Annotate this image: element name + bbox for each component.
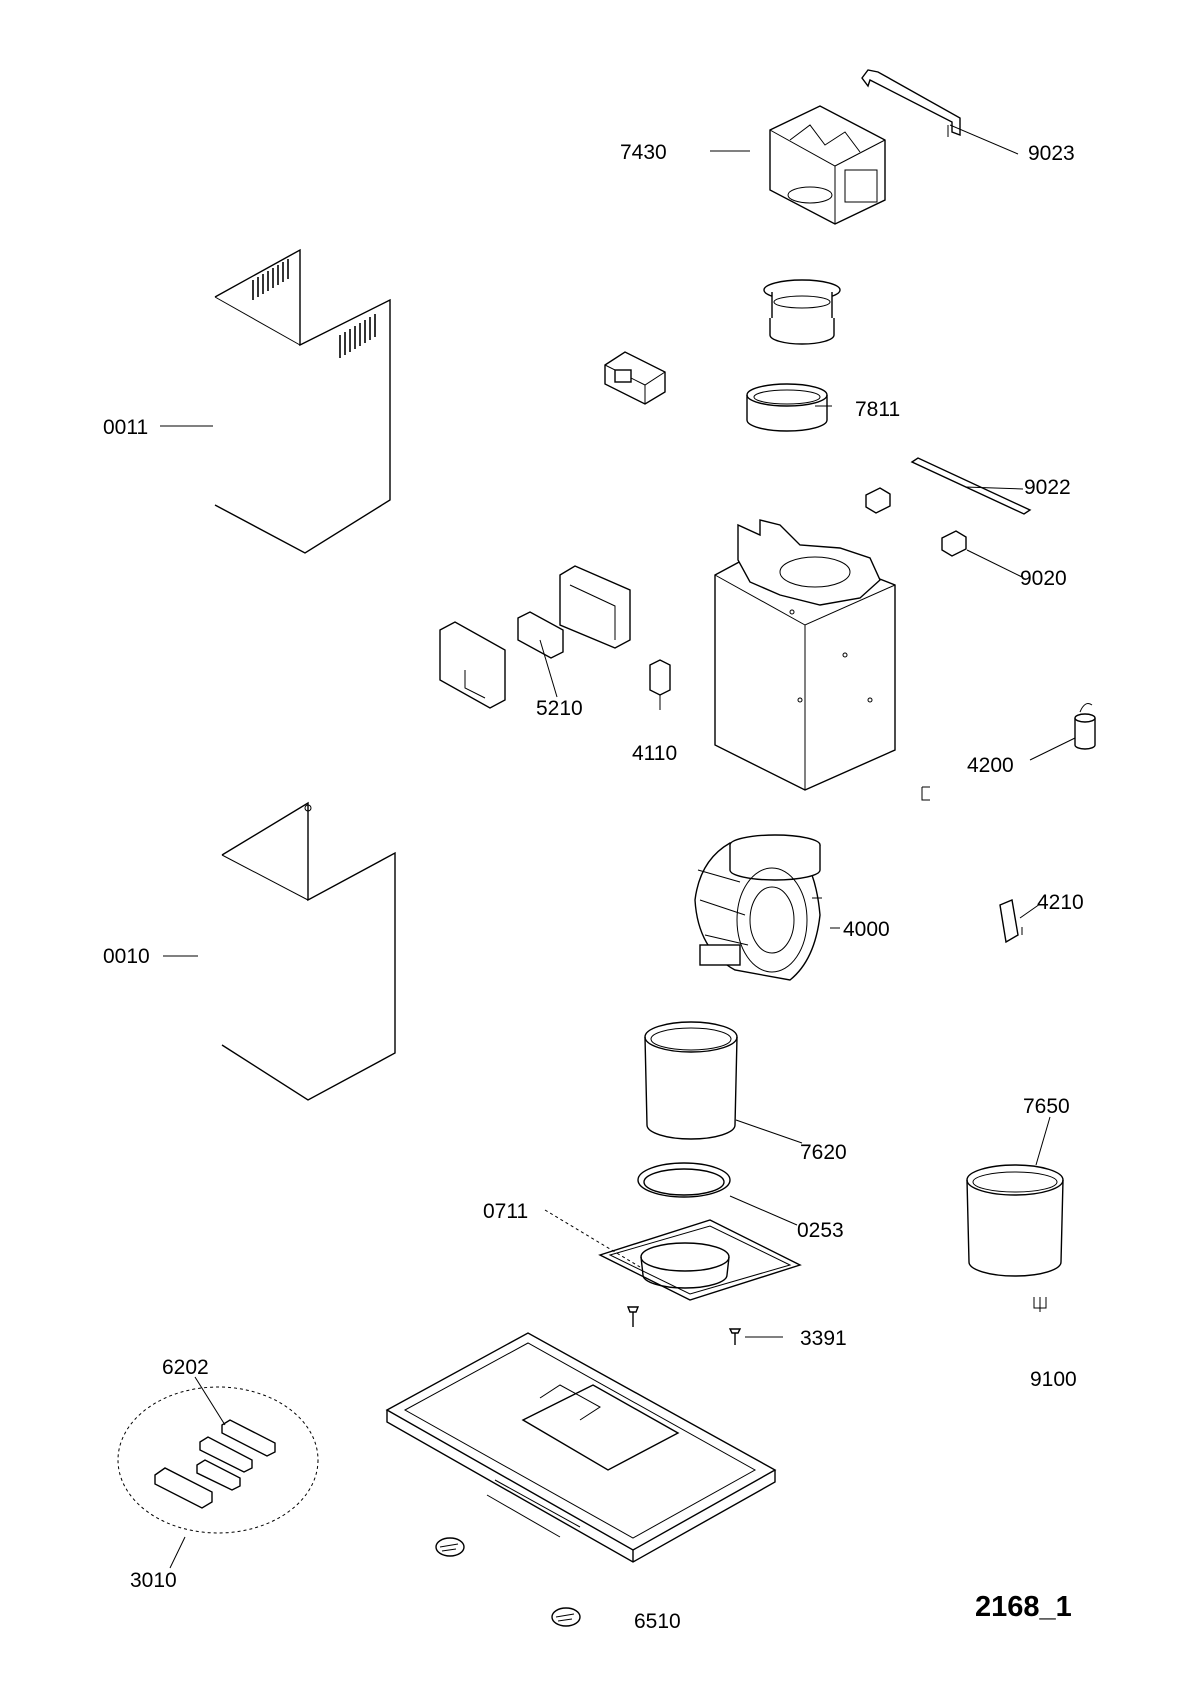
part-9022-strip <box>910 457 1032 515</box>
label-9023: 9023 <box>1028 142 1075 165</box>
part-0253-seal-ring <box>637 1162 731 1198</box>
detail-circle-switch-parts <box>117 1386 319 1534</box>
label-9022: 9022 <box>1024 476 1071 499</box>
label-4200: 4200 <box>967 754 1014 777</box>
part-9020-clip <box>941 530 967 557</box>
label-6510: 6510 <box>634 1610 681 1633</box>
part-0711-base-plate <box>598 1219 802 1301</box>
part-3391-screws <box>626 1306 742 1345</box>
label-7811: 7811 <box>855 398 900 421</box>
part-0011-upper-chimney-cover <box>214 248 391 554</box>
label-3391: 3391 <box>800 1327 847 1350</box>
part-7650-extension-cylinder <box>966 1164 1064 1277</box>
part-upper-spigot <box>763 279 841 345</box>
part-7430-damper-box <box>769 105 886 225</box>
label-0253: 0253 <box>797 1219 844 1242</box>
label-0711: 0711 <box>483 1200 528 1223</box>
label-9020: 9020 <box>1020 567 1067 590</box>
part-6510-knobs <box>435 1537 581 1627</box>
part-7620-duct-cylinder <box>644 1021 738 1140</box>
label-9100: 9100 <box>1030 1368 1077 1391</box>
part-5210-control-board <box>439 565 631 709</box>
label-5210: 5210 <box>536 697 583 720</box>
part-0010-lower-chimney-cover <box>221 801 396 1101</box>
part-transformer <box>604 351 666 405</box>
label-0011: 0011 <box>103 416 148 439</box>
label-6202: 6202 <box>162 1356 209 1379</box>
part-4110-switch <box>649 659 671 710</box>
label-3010: 3010 <box>130 1569 177 1592</box>
part-9023-bracket <box>861 69 961 137</box>
label-7620: 7620 <box>800 1141 847 1164</box>
part-9100-spring-clip <box>1033 1297 1047 1312</box>
label-7430: 7430 <box>620 141 667 164</box>
part-motor-housing <box>714 519 896 791</box>
label-7650: 7650 <box>1023 1095 1070 1118</box>
part-7811-ring <box>746 383 828 432</box>
label-4110: 4110 <box>632 742 677 765</box>
part-4200-lamp-holder <box>921 703 1096 801</box>
label-0010: 0010 <box>103 945 150 968</box>
label-4210: 4210 <box>1037 891 1084 914</box>
drawing-id: 2168_1 <box>975 1591 1072 1623</box>
leader-lines <box>160 124 1076 1569</box>
part-number-labels: 7430 9023 7811 0011 9022 9020 5210 4110 … <box>103 141 1084 1633</box>
label-4000: 4000 <box>843 918 890 941</box>
part-clip-small <box>865 487 891 514</box>
part-hood-canopy <box>385 1332 777 1563</box>
part-4000-blower-motor <box>694 834 822 981</box>
part-4210-lamp-cap <box>999 899 1023 944</box>
